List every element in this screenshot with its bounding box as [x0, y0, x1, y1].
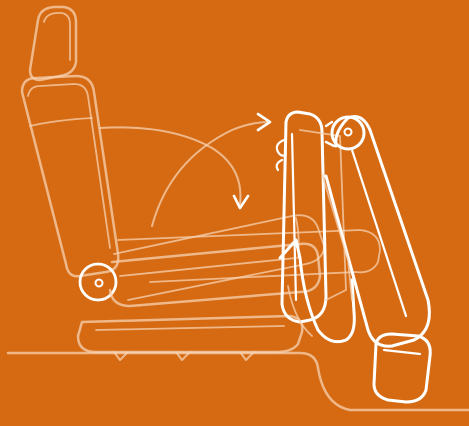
seat-folding-illustration — [0, 0, 469, 426]
seat-line-drawing — [0, 0, 469, 426]
